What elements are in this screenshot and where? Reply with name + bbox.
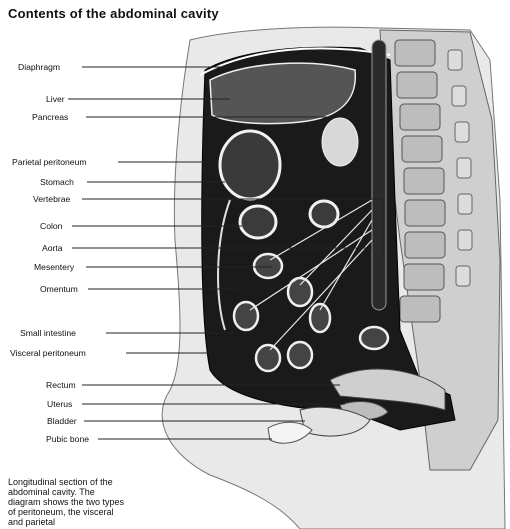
label-vertebrae: Vertebrae <box>33 194 70 204</box>
pancreas <box>322 118 358 166</box>
caption-line: abdominal cavity. The <box>8 487 188 497</box>
label-omentum: Omentum <box>40 284 78 294</box>
caption-line: diagram shows the two types <box>8 497 188 507</box>
label-bladder: Bladder <box>47 416 77 426</box>
caption-line: and parietal <box>8 517 188 527</box>
label-pancreas: Pancreas <box>32 112 68 122</box>
label-uterus: Uterus <box>47 399 72 409</box>
label-liver: Liver <box>46 94 65 104</box>
label-small-intestine: Small intestine <box>20 328 76 338</box>
label-stomach: Stomach <box>40 177 74 187</box>
label-aorta: Aorta <box>42 243 63 253</box>
aorta <box>372 40 386 310</box>
label-diaphragm: Diaphragm <box>18 62 60 72</box>
label-rectum: Rectum <box>46 380 76 390</box>
figure-caption: Longitudinal section of the abdominal ca… <box>8 477 188 527</box>
label-pubic-bone: Pubic bone <box>46 434 89 444</box>
label-parietal-peritoneum: Parietal peritoneum <box>12 157 87 167</box>
caption-line: of peritoneum, the visceral <box>8 507 188 517</box>
label-visceral-peritoneum: Visceral peritoneum <box>10 348 86 358</box>
stomach <box>220 131 280 199</box>
label-mesentery: Mesentery <box>34 262 74 272</box>
caption-line: Longitudinal section of the <box>8 477 188 487</box>
label-colon: Colon <box>40 221 62 231</box>
